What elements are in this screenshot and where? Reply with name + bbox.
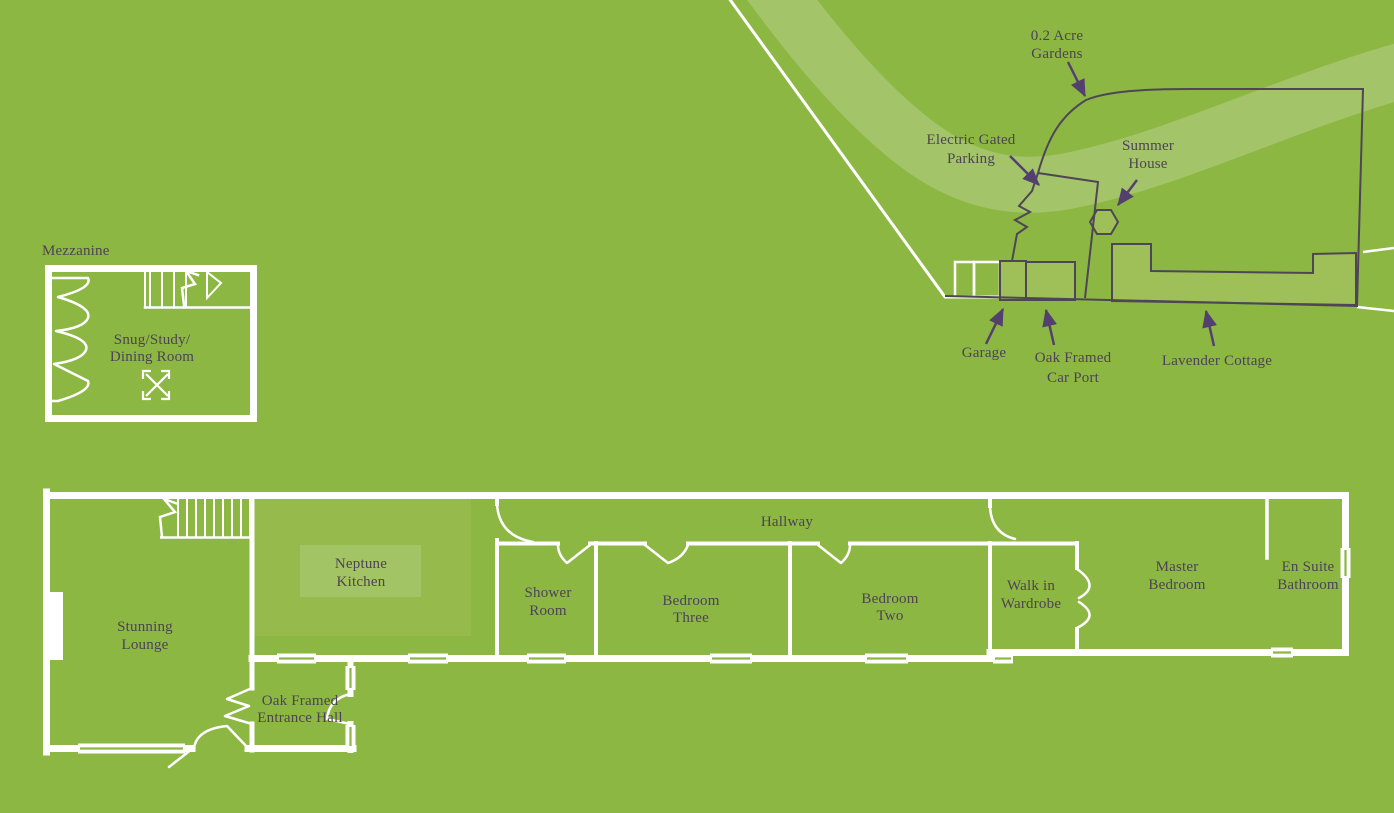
- mezzanine-title: Mezzanine: [42, 243, 110, 259]
- double-door-leaf: [1075, 567, 1091, 600]
- site-label-parking: Parking: [946, 151, 996, 167]
- room-label-kitchen: Kitchen: [336, 574, 386, 590]
- room-label-master-bedroom: Master: [1155, 559, 1199, 575]
- room-label-entrance-hall: Oak Framed: [261, 693, 339, 709]
- kitchen-island-shading: [300, 545, 421, 597]
- arrow-pointer-icon: [984, 307, 1005, 345]
- summer-house-building: [1088, 209, 1120, 235]
- site-plan: [728, 0, 1394, 347]
- mezzanine-plan: [45, 265, 257, 422]
- garage-building: [999, 260, 1027, 301]
- room-label-ensuite: Bathroom: [1277, 577, 1339, 593]
- room-label-snug: Snug/Study/: [113, 332, 191, 348]
- garden-boundary: [944, 88, 1365, 308]
- room-label-bedroom-two: Two: [876, 608, 904, 624]
- site-label-carport: Car Port: [1046, 370, 1100, 386]
- site-label-cottage: Lavender Cottage: [1161, 353, 1273, 369]
- site-label-carport: Oak Framed: [1034, 350, 1112, 366]
- arrow-pointer-icon: [1117, 179, 1138, 206]
- site-label-gardens: Gardens: [1031, 46, 1083, 62]
- room-label-bedroom-three: Bedroom: [662, 593, 720, 609]
- site-label-gardens: 0.2 Acre: [1030, 28, 1084, 44]
- room-label-master-bedroom: Bedroom: [1148, 577, 1206, 593]
- field-line: [1356, 305, 1394, 313]
- door-arc: [495, 502, 535, 544]
- room-label-lounge: Lounge: [121, 637, 169, 653]
- site-label-parking: Electric Gated: [926, 132, 1016, 148]
- door-arc: [988, 504, 1017, 541]
- room-label-ensuite: En Suite: [1281, 559, 1335, 575]
- room-label-bedroom-two: Bedroom: [861, 591, 919, 607]
- room-label-wardrobe: Walk in: [1006, 578, 1056, 594]
- site-label-garage: Garage: [961, 345, 1007, 361]
- carport-building: [1025, 261, 1076, 301]
- door-arc: [192, 724, 250, 750]
- door-leaf: [167, 747, 194, 769]
- wall-opening-squiggle: [50, 276, 90, 403]
- door-arc: [325, 692, 352, 726]
- room-label-hallway: Hallway: [760, 514, 814, 530]
- room-label-bedroom-three: Three: [673, 610, 709, 626]
- stairs-icon: [158, 496, 252, 539]
- chimney-bay: [46, 592, 63, 660]
- front-door-symbol: [223, 686, 254, 726]
- annotation-arrows: [984, 61, 1217, 347]
- arrow-pointer-icon: [1042, 308, 1057, 346]
- room-label-wardrobe: Wardrobe: [1000, 596, 1062, 612]
- electric-gate-line: [1011, 172, 1039, 262]
- door-arc: [556, 543, 592, 565]
- parking-plot: [1037, 172, 1100, 299]
- room-label-entrance-hall: Entrance Hall: [257, 710, 343, 726]
- room-label-kitchen: Neptune: [334, 556, 388, 572]
- stairs-icon: [143, 268, 255, 309]
- road-band: [747, 0, 1394, 213]
- arrow-pointer-icon: [1202, 309, 1217, 347]
- site-label-summer-house: Summer: [1121, 138, 1175, 154]
- room-label-snug: Dining Room: [109, 349, 195, 365]
- cottage-footprint: [1111, 243, 1357, 307]
- door-arc: [816, 543, 852, 565]
- site-label-summer-house: House: [1128, 156, 1168, 172]
- windows: [78, 548, 1351, 754]
- ground-floor-plan: [43, 488, 1351, 769]
- neighbour-building: [953, 260, 976, 299]
- door-arc: [643, 543, 690, 565]
- arrow-pointer-icon: [1066, 61, 1087, 98]
- room-label-shower-room: Room: [529, 603, 567, 619]
- neighbour-building: [972, 260, 1002, 299]
- expand-arrows-icon: [141, 369, 171, 401]
- double-door-leaf: [1075, 600, 1091, 630]
- field-line: [1362, 246, 1394, 254]
- room-label-shower-room: Shower: [524, 585, 572, 601]
- arrow-pointer-icon: [1009, 155, 1040, 186]
- room-label-lounge: Stunning: [117, 619, 173, 635]
